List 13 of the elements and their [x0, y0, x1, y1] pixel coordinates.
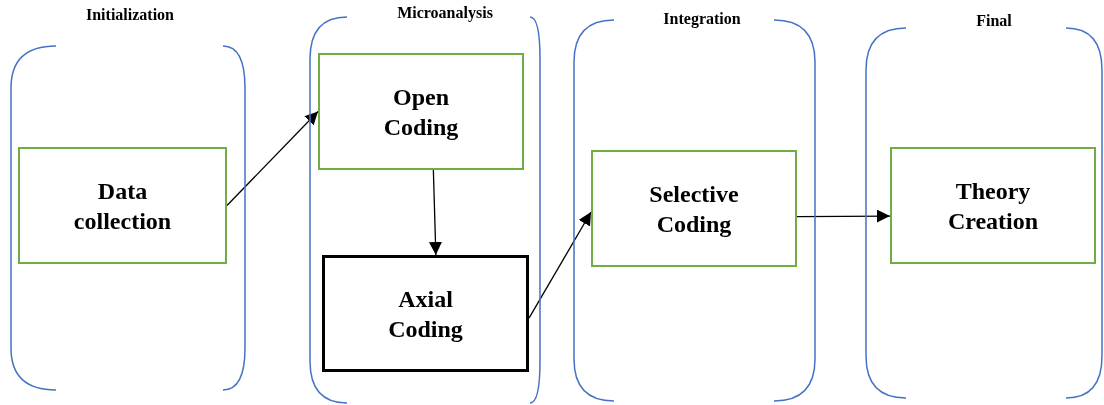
arrow [428, 169, 442, 256]
stage-heading: Integration [663, 10, 741, 28]
process-box: Data collection [18, 147, 227, 264]
stage-heading: Microanalysis [397, 4, 493, 22]
stage-heading: Initialization [86, 6, 174, 24]
process-box: Axial Coding [322, 255, 529, 372]
process-box: Theory Creation [890, 147, 1096, 264]
stage-heading: Final [976, 12, 1012, 30]
process-box: Open Coding [318, 53, 524, 170]
arrow [226, 110, 319, 207]
arrow [528, 211, 592, 319]
process-box: Selective Coding [591, 150, 797, 267]
arrow [796, 209, 891, 223]
